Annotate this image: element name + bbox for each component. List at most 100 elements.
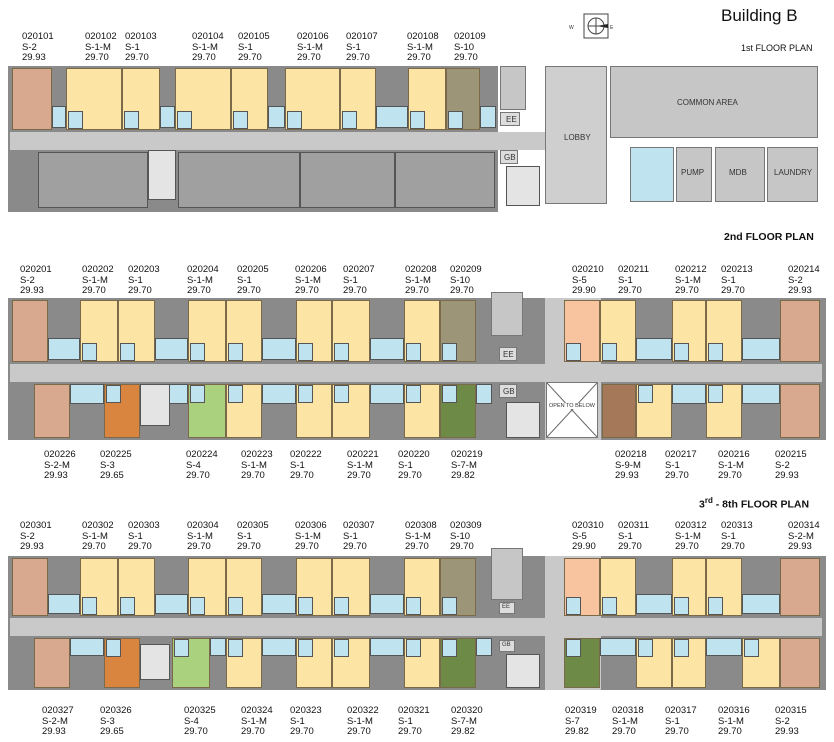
compass-icon: W E — [569, 13, 614, 39]
unit-type: S-1-M — [241, 459, 267, 471]
bathroom — [442, 639, 457, 657]
unit-area: 29.93 — [44, 470, 68, 481]
unit-type: S-1-M — [297, 41, 323, 53]
unit-id: 020220 — [398, 449, 430, 460]
bathroom — [672, 384, 706, 404]
unit-id: 020205 — [237, 264, 269, 275]
bathroom — [106, 385, 121, 403]
bathroom — [52, 106, 66, 128]
unit-id: 020305 — [237, 520, 269, 531]
unit-id: 020308 — [405, 520, 437, 531]
unit-id: 020103 — [125, 31, 157, 42]
unit-type: S-1-M — [241, 715, 267, 727]
bathroom — [48, 594, 80, 614]
unit-type: S-10 — [454, 41, 475, 53]
bathroom — [174, 639, 189, 657]
lobby: LOBBY — [545, 66, 607, 204]
unit-area: 29.70 — [128, 285, 152, 296]
unit-area: 29.70 — [347, 470, 371, 481]
unit-type: S-1 — [238, 41, 253, 53]
unit-area: 29.70 — [82, 541, 106, 552]
bathroom — [442, 597, 457, 615]
unit-type: S-1-M — [295, 274, 321, 286]
bathroom — [334, 597, 349, 615]
unit-area: 29.93 — [20, 541, 44, 552]
unit-id: 020203 — [128, 264, 160, 275]
unit-type: S-1-M — [347, 459, 373, 471]
unit-id: 020106 — [297, 31, 329, 42]
unit-area: 29.70 — [290, 470, 314, 481]
unit-area: 29.90 — [572, 541, 596, 552]
bathroom — [442, 343, 457, 361]
bathroom — [82, 597, 97, 615]
bathroom — [334, 343, 349, 361]
unit-area: 29.70 — [721, 541, 745, 552]
unit-type: S-1 — [237, 530, 252, 542]
unit-type: S-1-M — [82, 274, 108, 286]
unit-id: 020217 — [665, 449, 697, 460]
unit-area: 29.93 — [22, 52, 46, 63]
unit-type: S-1 — [125, 41, 140, 53]
bathroom — [70, 384, 104, 404]
restroom — [630, 147, 674, 202]
unit-id: 020208 — [405, 264, 437, 275]
bathroom — [120, 597, 135, 615]
unit-type: S-9-M — [615, 459, 641, 471]
gb-room-1: GB — [500, 150, 518, 164]
unit-type: S-2 — [20, 530, 35, 542]
bathroom — [228, 385, 243, 403]
unit-type: S-1-M — [187, 530, 213, 542]
unit-area: 29.70 — [398, 470, 422, 481]
unit-area: 29.70 — [192, 52, 216, 63]
unit-type: S-2-M — [42, 715, 68, 727]
bathroom — [744, 639, 759, 657]
unit-area: 29.70 — [405, 541, 429, 552]
unit-area: 29.70 — [241, 470, 265, 481]
unit-type: S-1-M — [85, 41, 111, 53]
floor-1-title: 1st FLOOR PLAN — [741, 43, 813, 53]
unit-id: 020318 — [612, 705, 644, 716]
unit-area: 29.70 — [187, 541, 211, 552]
unit-type: S-2-M — [44, 459, 70, 471]
unit-type: S-1-M — [675, 274, 701, 286]
unit-type: S-2 — [788, 274, 803, 286]
unit-type: S-2 — [20, 274, 35, 286]
unit-type: S-1 — [343, 274, 358, 286]
bathroom — [210, 638, 226, 656]
unit-id: 020226 — [44, 449, 76, 460]
unit-area: 29.70 — [237, 285, 261, 296]
corridor — [10, 364, 822, 382]
unit-area: 29.93 — [20, 285, 44, 296]
gb-room-2: GB — [499, 384, 517, 398]
parking-bay — [38, 152, 148, 208]
compass-w: W — [569, 25, 574, 31]
unit-area: 29.70 — [82, 285, 106, 296]
bathroom — [298, 639, 313, 657]
unit-room — [12, 300, 48, 362]
unit-area: 29.82 — [451, 470, 475, 481]
elevator-core-2 — [491, 292, 523, 336]
bathroom — [298, 597, 313, 615]
unit-id: 020105 — [238, 31, 270, 42]
unit-id: 020307 — [343, 520, 375, 531]
bathroom — [82, 343, 97, 361]
unit-room — [12, 558, 48, 616]
